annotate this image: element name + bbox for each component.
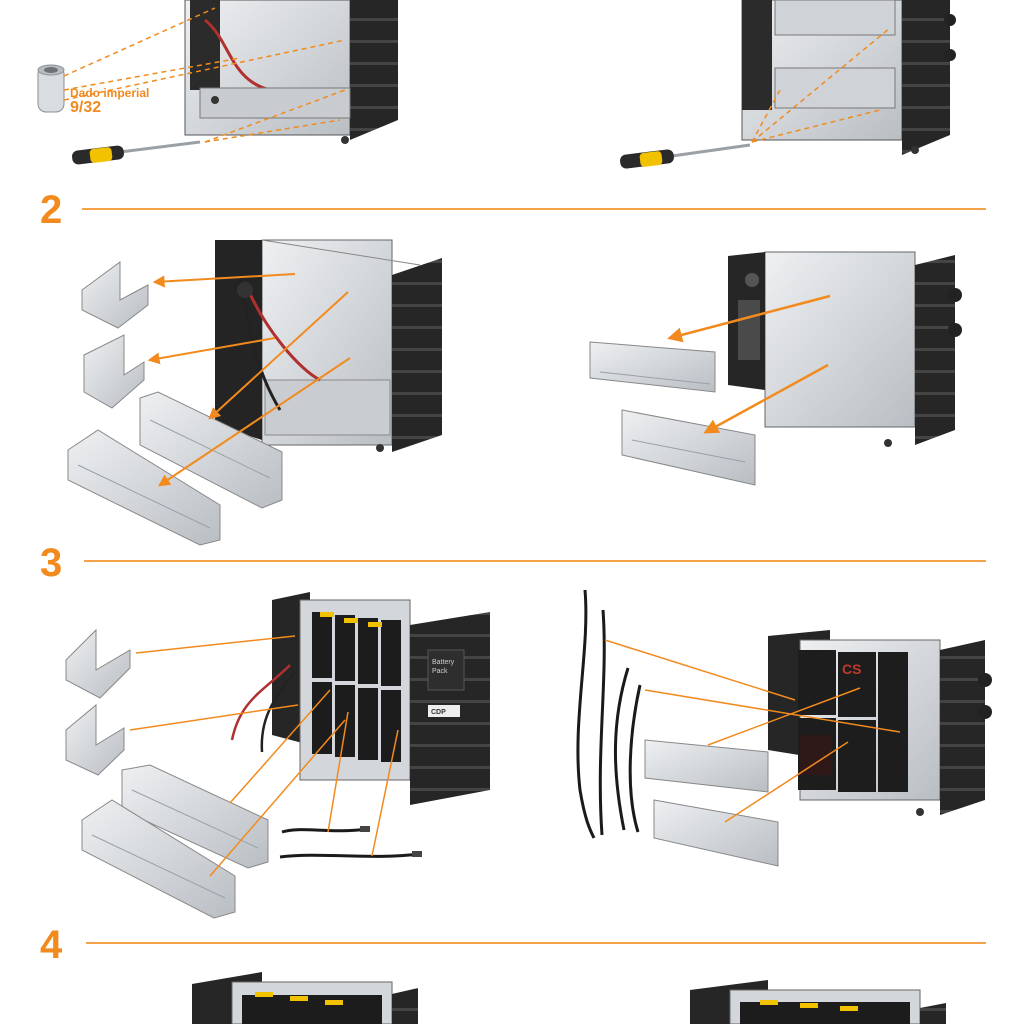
step3-right-tray-upper <box>644 739 769 793</box>
step-number-3: 3 <box>40 541 63 585</box>
step-divider-3 <box>84 560 986 562</box>
step3-left-bracket-1 <box>65 628 131 699</box>
step3-left-bracket-2 <box>65 703 125 776</box>
step3-right-arrows <box>604 639 901 823</box>
step1-right-screwdriver <box>620 143 751 169</box>
step-divider-2 <box>82 208 986 210</box>
step2-left-rail-2 <box>67 429 221 546</box>
step3-right-cabinet: CS <box>768 630 992 816</box>
step2-left-bracket-1 <box>81 261 149 329</box>
battery-pack-label-line1: Battery <box>432 659 455 666</box>
step1-left-screwdriver <box>72 140 201 165</box>
step2-left-cabinet <box>215 239 442 452</box>
step-number-4: 4 <box>40 923 63 967</box>
step1-right-cabinet <box>741 0 956 155</box>
step1-left-leader-lines <box>63 7 346 143</box>
step3-left-rail-2 <box>81 799 236 919</box>
socket-label-line1: Dado imperial <box>70 86 150 100</box>
socket-size-label: Dado imperial 9/32 <box>70 86 149 116</box>
step2-left-bracket-2 <box>83 334 145 409</box>
step3-right-loose-cables <box>576 589 642 839</box>
battery-pack-label-line2: Pack <box>432 668 448 675</box>
step3-left-arrows <box>129 635 399 877</box>
step-divider-4 <box>86 942 986 944</box>
step2-right-arrows <box>667 294 831 434</box>
step4-right-cabinet <box>690 980 946 1024</box>
step2-right-tray-upper <box>589 341 716 393</box>
socket-icon <box>37 64 65 113</box>
step1-right-leader-lines <box>751 27 891 143</box>
battery-pack-front-label: Battery Pack CDP <box>431 659 455 716</box>
step3-right-tray-lower <box>653 799 779 867</box>
svg-text:CS: CS <box>842 661 861 677</box>
step3-left-cabinet <box>230 592 490 805</box>
step2-right-cabinet <box>728 251 962 447</box>
battery-pack-brand: CDP <box>431 709 446 716</box>
step4-left-cabinet <box>192 972 418 1024</box>
step2-right-tray-lower <box>621 409 756 486</box>
step-number-2: 2 <box>40 188 63 232</box>
socket-label-line2: 9/32 <box>70 99 102 116</box>
step1-left-cabinet <box>184 0 398 144</box>
step2-left-arrows <box>147 273 351 487</box>
step3-left-jumper-cables <box>279 826 422 859</box>
